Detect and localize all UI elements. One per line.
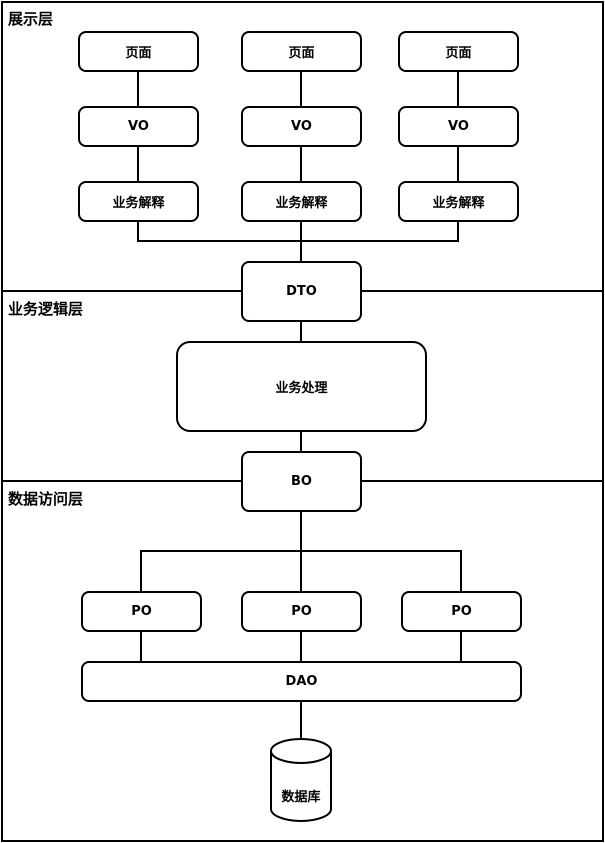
vo-node-2: VO <box>241 106 362 147</box>
page-node-1: 页面 <box>78 31 199 72</box>
business-interpretation-node-1: 业务解释 <box>78 181 199 222</box>
dto-node: DTO <box>241 261 362 322</box>
vo-node-3: VO <box>398 106 519 147</box>
business-interpretation-node-2: 业务解释 <box>241 181 362 222</box>
connectors <box>137 71 462 751</box>
connector-interp-bus <box>137 221 459 242</box>
po-node-3: PO <box>401 591 522 632</box>
database-cylinder-icon <box>270 738 332 822</box>
connector-bo-po-bus <box>140 550 462 591</box>
database-label: 数据库 <box>281 790 321 805</box>
po-node-2: PO <box>241 591 362 632</box>
page-node-3: 页面 <box>398 31 519 72</box>
layer-title-presentation: 展示层 <box>8 10 54 28</box>
vo-node-1: VO <box>78 106 199 147</box>
dao-node: DAO <box>81 661 522 702</box>
bo-node: BO <box>241 451 362 512</box>
business-processing-node: 业务处理 <box>176 341 427 432</box>
po-node-1: PO <box>81 591 202 632</box>
layer-title-data-access: 数据访问层 <box>8 490 84 508</box>
page-node-2: 页面 <box>241 31 362 72</box>
layer-title-business: 业务逻辑层 <box>8 300 84 318</box>
business-interpretation-node-3: 业务解释 <box>398 181 519 222</box>
